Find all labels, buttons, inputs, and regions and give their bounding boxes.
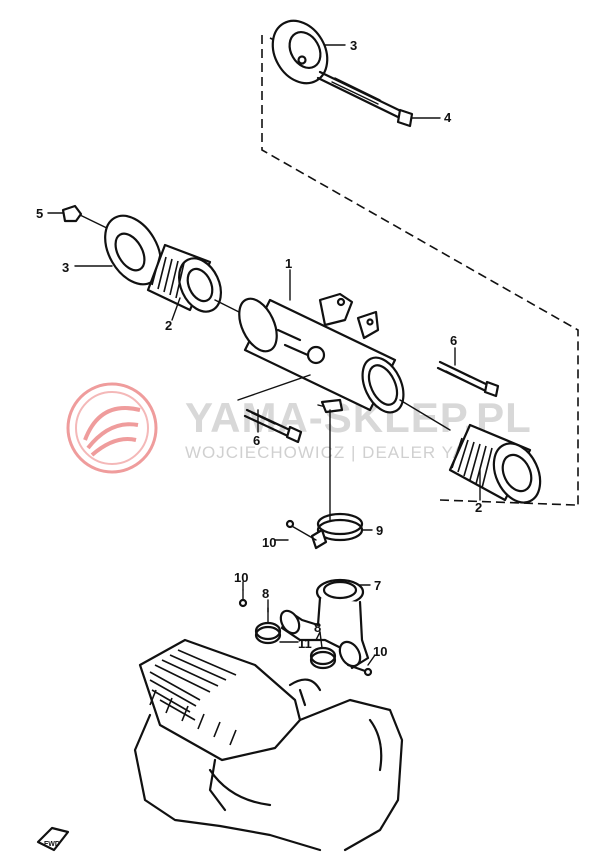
engine-block	[133, 638, 404, 852]
main-tube	[238, 292, 405, 414]
callout-10-right: 10	[373, 644, 387, 659]
intake-manifold	[279, 578, 370, 670]
filter-right	[399, 399, 542, 504]
callout-11: 11	[298, 636, 312, 651]
callout-leaders	[47, 44, 481, 666]
callout-1: 1	[285, 256, 292, 271]
callout-7: 7	[374, 578, 381, 593]
fwd-arrow-icon: FWD	[36, 826, 70, 852]
callout-4: 4	[444, 110, 452, 125]
clamp-left	[254, 607, 282, 645]
callout-8-left: 8	[262, 586, 269, 601]
long-bolt	[316, 70, 414, 128]
callout-6-right: 6	[450, 333, 457, 348]
callout-3-top: 3	[350, 38, 357, 53]
bolt-right	[436, 360, 500, 398]
clamp-right	[309, 631, 337, 670]
cap-top	[271, 19, 329, 85]
screw-right	[346, 663, 373, 677]
hose-clamp	[285, 512, 364, 550]
callout-9: 9	[376, 523, 383, 538]
bolt-center	[237, 374, 311, 444]
callout-10-clamp: 10	[262, 535, 276, 550]
callout-8-right: 8	[314, 620, 321, 635]
callout-2-left: 2	[165, 318, 172, 333]
filter-left	[146, 243, 256, 321]
fwd-label: FWD	[44, 841, 60, 848]
callout-2-right: 2	[475, 500, 482, 515]
callout-labels: 3 4 5 3 2 1 6 6 2 9 7 8 8 10 10 10 11	[36, 38, 482, 659]
watermark-subtitle: WOJCIECHOWICZ | DEALER YAMAHA	[185, 443, 518, 462]
callout-5: 5	[36, 206, 43, 221]
callout-10-left: 10	[234, 570, 248, 585]
callout-3-left: 3	[62, 260, 69, 275]
watermark-logo	[66, 382, 158, 474]
screw-left	[238, 589, 248, 608]
callout-6-center: 6	[253, 433, 260, 448]
